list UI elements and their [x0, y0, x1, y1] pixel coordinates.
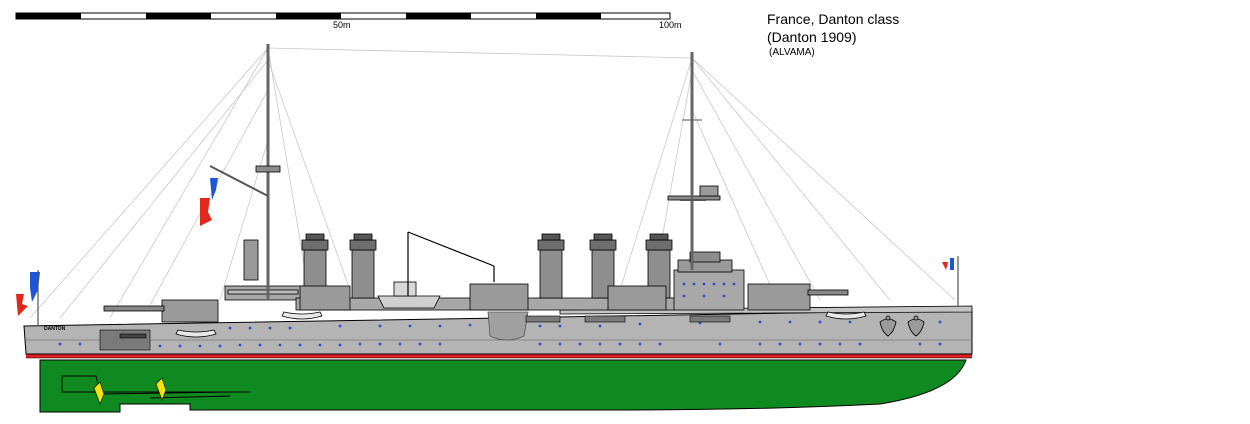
hull-casemates: [99, 315, 731, 351]
crane: [407, 231, 495, 296]
portholes: [58, 320, 942, 348]
bridge-windows: [682, 282, 736, 298]
ship-bow-name: DANTON: [44, 326, 66, 332]
turrets: [103, 283, 849, 323]
flags: [16, 178, 959, 326]
scale-bar: [15, 12, 671, 20]
scale-label-100m: 100m: [659, 20, 682, 30]
anchors: [879, 315, 925, 337]
scale-label-50m: 50m: [333, 20, 351, 30]
drawing-title: France, Danton class: [767, 11, 900, 27]
boats: [175, 281, 867, 338]
hull-underwater: [39, 359, 967, 413]
boot-topping-stripe: [26, 354, 972, 358]
drawing-subtitle: (Danton 1909): [767, 29, 857, 45]
author-credit: (ALVAMA): [769, 47, 815, 58]
propellers: [93, 377, 167, 405]
masts: [209, 44, 706, 300]
rigging-lines: [29, 47, 956, 319]
